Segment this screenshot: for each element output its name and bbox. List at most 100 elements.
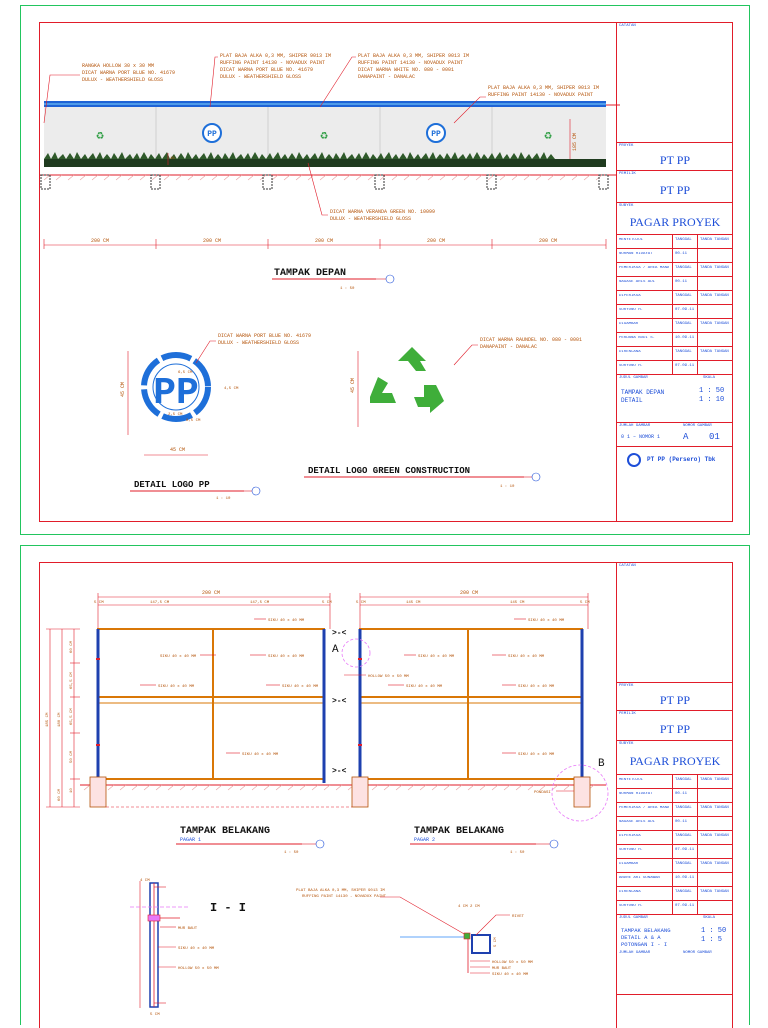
approval-date: TANGGAL [675,834,692,838]
svg-text:PLAT BAJA ALKA 0,3 MM, SHIPER: PLAT BAJA ALKA 0,3 MM, SHIPER 9013 IM [220,53,331,59]
approval-signature: TANDA TANGAN [700,294,729,298]
detail-b-dims: 4 CM 2 CM [458,905,480,909]
section-leaders [158,926,176,968]
owner-name: PT PP [659,722,691,736]
fence-frame-2 [358,628,584,783]
height-dimension: 185 CM [572,133,578,151]
title-block: CATATAN PROYEK PT PP PEMILIK PT PP SUBYE… [616,23,733,521]
annotation-rangka: RANGKA HOLLOW 30 x 30 MM DICAT WARNA POR… [82,63,175,83]
svg-text:200 CM: 200 CM [203,238,221,244]
company-cell: PT PP (Persero) Tbk [617,447,733,473]
title-detail-logo-pp: DETAIL LOGO PP [134,480,210,490]
drawing-sheet-back-view: 200 CM 200 CM 5 CM 147,5 CM 147,5 CM 5 C… [20,545,750,1028]
svg-text:200 CM: 200 CM [91,238,109,244]
title-detail-logo-green: DETAIL LOGO GREEN CONSTRUCTION [308,466,470,476]
logo-dim-right: 4,5 CM [224,387,239,391]
svg-text:PLAT BAJA ALKA 0,3 MM, SHIPER: PLAT BAJA ALKA 0,3 MM, SHIPER 9013 IM [488,85,599,91]
approval-date: TANGGAL [675,350,692,354]
logo-height-dim: 45 CM [120,382,126,397]
segment-widths-1: 5 CM 147,5 CM 147,5 CM 5 CM [94,601,332,605]
section-dim-bottom: 5 CM [150,1013,160,1017]
approval-name: DIPERIKSA [619,294,641,298]
scale-detail-logo-pp: 1 : 10 [216,497,231,501]
approval-date: TANGGAL [675,294,692,298]
back-view-drawing: 200 CM 200 CM 5 CM 147,5 CM 147,5 CM 5 C… [46,590,609,1017]
svg-text:MUR BAUT: MUR BAUT [178,927,198,931]
drawing-border: ♻ ♻ ♻ PP PP RANGKA HOLLOW 30 x 30 MM [39,22,733,522]
detail-b-leaders [470,914,510,974]
section-title: I - I [210,901,246,915]
title-block: CATATAN PROYEK PT PP PEMILIK PT PP SUBYE… [616,563,733,1028]
logo-dim-inner: 6,5 CM [178,371,193,375]
scale-pagar-2: 1 : 50 [510,851,525,855]
approval-name: PEMERIKSA / AREA MANAGER [619,266,669,270]
panel-logo-text: PP [431,130,441,139]
svg-text:DICAT WARNA PORT BLUE NO. 4167: DICAT WARNA PORT BLUE NO. 41679 [82,70,175,76]
svg-text:DICAT WARNA VERANDA GREEN NO.: DICAT WARNA VERANDA GREEN NO. 10099 [330,209,435,215]
svg-text:♻: ♻ [544,128,552,143]
svg-text:SIKU 40 x 40 MM: SIKU 40 x 40 MM [508,655,545,659]
approval-name: MENYETUJUI [619,778,644,782]
scale-detail-logo-green: 1 : 10 [500,485,515,489]
approval-header-row: DIPERIKSA TANGGAL TANDA TANGAN [617,291,733,305]
svg-text:DULUX - WEATHERSHIELD GLOSS: DULUX - WEATHERSHIELD GLOSS [220,74,301,80]
panel-logo-text: PP [207,130,217,139]
segment-widths-2: 5 CM 145 CM 145 CM 5 CM [356,601,590,605]
approval-date: 00.11 [675,280,688,284]
approval-date: 00.11 [675,820,688,824]
approval-row: SURYONO H.07.09.11 [617,361,733,375]
ground-hatch [43,174,603,181]
annotation-veranda: DICAT WARNA VERANDA GREEN NO. 10099 DULU… [330,209,435,222]
svg-text:SIKU 40 x 40 MM: SIKU 40 x 40 MM [268,655,305,659]
pp-logo-icon [202,123,446,143]
approval-name: DIRENCANA [619,890,641,894]
fence-frame-1 [96,628,326,783]
svg-text:10: 10 [70,788,74,793]
svg-text:DULUX - WEATHERSHIELD GLOSS: DULUX - WEATHERSHIELD GLOSS [330,216,411,222]
svg-text:SIKU 40 x 40 MM: SIKU 40 x 40 MM [178,947,215,951]
scale-pagar-1: 1 : 50 [284,851,299,855]
ground-hatch [83,784,595,791]
front-view-drawing: ♻ ♻ ♻ PP PP RANGKA HOLLOW 30 x 30 MM [40,53,620,501]
approval-name: MENYETUJUI [619,238,644,242]
svg-text:RIVET: RIVET [512,915,525,919]
approval-date: 07.09.11 [675,308,695,312]
company-name: PT PP (Persero) Tbk [647,456,716,463]
callout-a-circle [341,638,371,668]
subtitle-pagar-1: PAGAR 1 [180,837,201,843]
total-width-1: 200 CM [202,590,220,596]
drawing-number-cell: JUMLAH GAMBAR NOMOR GAMBAR 0 1 – NOMOR 1… [617,423,733,447]
approval-name: ANDRE ARI GUNAWAN [619,876,660,880]
top-dimension-lines [97,593,589,629]
subject-cell: SUBYEK PAGAR PROYEK [617,203,733,235]
approval-row: SURYONO H.07.09.11 [617,901,733,915]
svg-text:65,5 CM: 65,5 CM [70,708,74,725]
svg-text:HOLLOW 50 x 50 MM: HOLLOW 50 x 50 MM [178,967,219,971]
recycle-icon: ♻ ♻ ♻ [96,128,552,143]
approval-date: 07.09.11 [675,848,695,852]
approval-date: TANGGAL [675,322,692,326]
width-dimension-line [43,239,607,249]
approval-name: NAGASE ARIS ADI [619,280,656,284]
approval-date: 07.09.11 [675,904,695,908]
owner-cell: PEMILIK PT PP [617,711,733,741]
approval-name: NAGASE ARIS ADI [619,820,656,824]
approval-name: PERDANA BUDI S. [619,336,656,340]
svg-text:SIKU 40 x 40 MM: SIKU 40 x 40 MM [518,753,555,757]
post-footings [40,174,609,190]
annotation-logo-green: DICAT WARNA RAUNDEL NO. 080 - 0001 DANAP… [480,337,582,350]
svg-text:PLAT BAJA ALKA 0,3 MM, SHIPER: PLAT BAJA ALKA 0,3 MM, SHIPER 9013 IM [296,889,385,893]
approval-signature: TANDA TANGAN [700,834,729,838]
svg-text:185 CM: 185 CM [46,712,50,727]
svg-text:200 CM: 200 CM [315,238,333,244]
approval-row: SURYONO H.07.09.11 [617,845,733,859]
grass-strip [44,152,606,167]
drawing-border: 200 CM 200 CM 5 CM 147,5 CM 147,5 CM 5 C… [39,562,733,1028]
approval-name: PEMERIKSA / AREA MANAGER [619,806,669,810]
svg-text:SIKU 40 x 40 MM: SIKU 40 x 40 MM [418,655,455,659]
svg-text:5 CM: 5 CM [94,601,104,605]
callout-a-label: A [332,644,339,656]
svg-text:5 CM: 5 CM [580,601,590,605]
